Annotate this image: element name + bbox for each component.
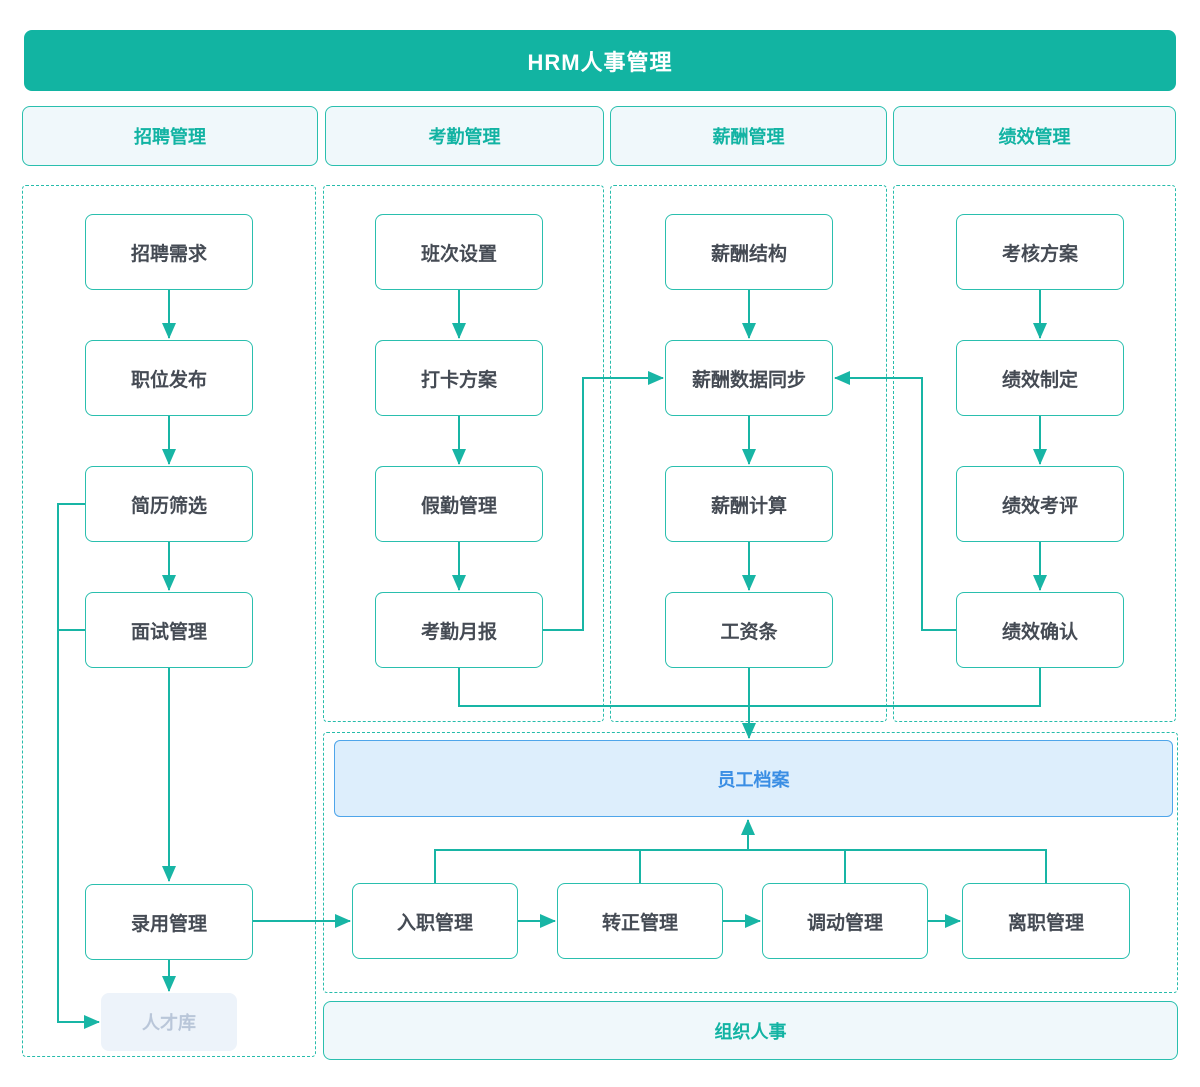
attendance-column-container: [323, 185, 604, 722]
node-salary-data-sync[interactable]: 薪酬数据同步: [665, 340, 833, 416]
node-interview-management[interactable]: 面试管理: [85, 592, 253, 668]
header-attendance[interactable]: 考勤管理: [325, 106, 604, 166]
header-performance[interactable]: 绩效管理: [893, 106, 1176, 166]
node-payslip[interactable]: 工资条: [665, 592, 833, 668]
node-resume-screening[interactable]: 简历筛选: [85, 466, 253, 542]
line-screening-loop-to-talentpool: [57, 503, 100, 1029]
node-clockin-plan[interactable]: 打卡方案: [375, 340, 543, 416]
node-salary-calculation[interactable]: 薪酬计算: [665, 466, 833, 542]
header-recruitment[interactable]: 招聘管理: [22, 106, 318, 166]
node-salary-structure[interactable]: 薪酬结构: [665, 214, 833, 290]
footer-org-personnel[interactable]: 组织人事: [323, 1001, 1178, 1060]
performance-column-container: [893, 185, 1176, 722]
node-job-posting[interactable]: 职位发布: [85, 340, 253, 416]
node-talent-pool[interactable]: 人才库: [101, 993, 237, 1051]
node-assessment-plan[interactable]: 考核方案: [956, 214, 1124, 290]
line-lifecycle-fork: [434, 849, 1047, 883]
node-leave-management[interactable]: 假勤管理: [375, 466, 543, 542]
node-performance-confirmation[interactable]: 绩效确认: [956, 592, 1124, 668]
node-employee-archive[interactable]: 员工档案: [334, 740, 1173, 817]
node-attendance-report[interactable]: 考勤月报: [375, 592, 543, 668]
header-compensation[interactable]: 薪酬管理: [610, 106, 887, 166]
node-offboarding-management[interactable]: 离职管理: [962, 883, 1130, 959]
node-hiring-management[interactable]: 录用管理: [85, 884, 253, 960]
node-performance-planning[interactable]: 绩效制定: [956, 340, 1124, 416]
line-confirmation-to-salarysync: [834, 371, 956, 631]
node-performance-evaluation[interactable]: 绩效考评: [956, 466, 1124, 542]
node-shift-setup[interactable]: 班次设置: [375, 214, 543, 290]
node-onboarding-management[interactable]: 入职管理: [352, 883, 518, 959]
node-probation-management[interactable]: 转正管理: [557, 883, 723, 959]
banner-hrm-title: HRM人事管理: [24, 30, 1176, 91]
node-recruit-demand[interactable]: 招聘需求: [85, 214, 253, 290]
recruitment-column-container: [22, 185, 316, 1057]
node-transfer-management[interactable]: 调动管理: [762, 883, 928, 959]
line-monthlyreport-to-salarysync: [543, 371, 664, 631]
